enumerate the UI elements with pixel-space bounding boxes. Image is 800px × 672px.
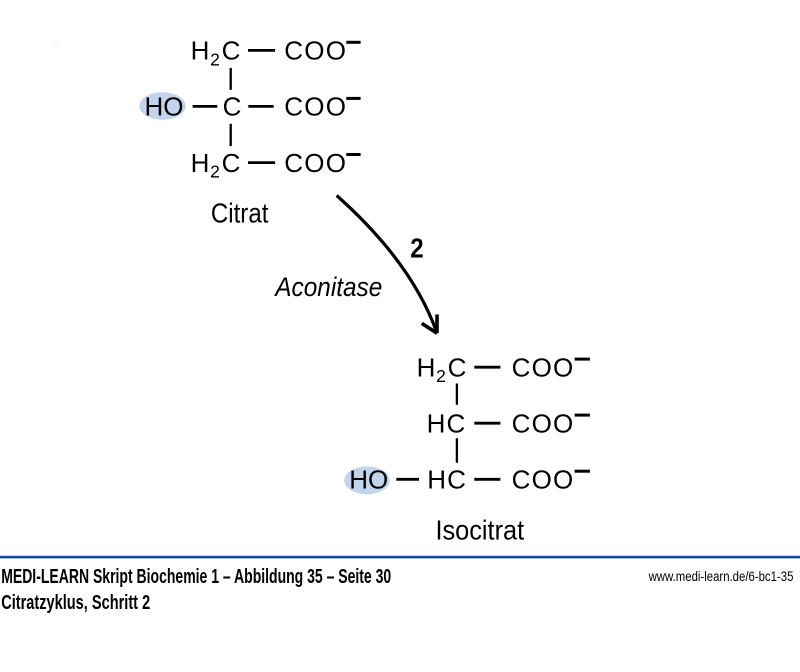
svg-text:HO: HO (145, 92, 184, 122)
svg-text:Citrat: Citrat (211, 198, 269, 229)
svg-text:HC: HC (427, 464, 466, 494)
svg-text:www.medi-learn.de/6-bc1-35: www.medi-learn.de/6-bc1-35 (648, 569, 794, 584)
svg-text:COO: COO (284, 36, 347, 66)
svg-text:HC: HC (427, 408, 466, 438)
svg-text:MEDI-LEARN Skript Biochemie 1: MEDI-LEARN Skript Biochemie 1 – Abbildun… (1, 566, 391, 588)
svg-text:COO: COO (512, 408, 575, 438)
svg-text:2: 2 (410, 232, 423, 263)
svg-text:HO: HO (349, 464, 388, 494)
svg-text:COO: COO (284, 148, 347, 178)
svg-text:Citratzyklus, Schritt 2: Citratzyklus, Schritt 2 (1, 592, 150, 614)
svg-text:Isocitrat: Isocitrat (436, 515, 525, 546)
svg-text:COO: COO (512, 352, 575, 382)
svg-text:COO: COO (512, 464, 575, 494)
svg-text:Aconitase: Aconitase (273, 272, 382, 302)
svg-text:COO: COO (284, 92, 347, 122)
svg-text:C: C (223, 92, 242, 122)
